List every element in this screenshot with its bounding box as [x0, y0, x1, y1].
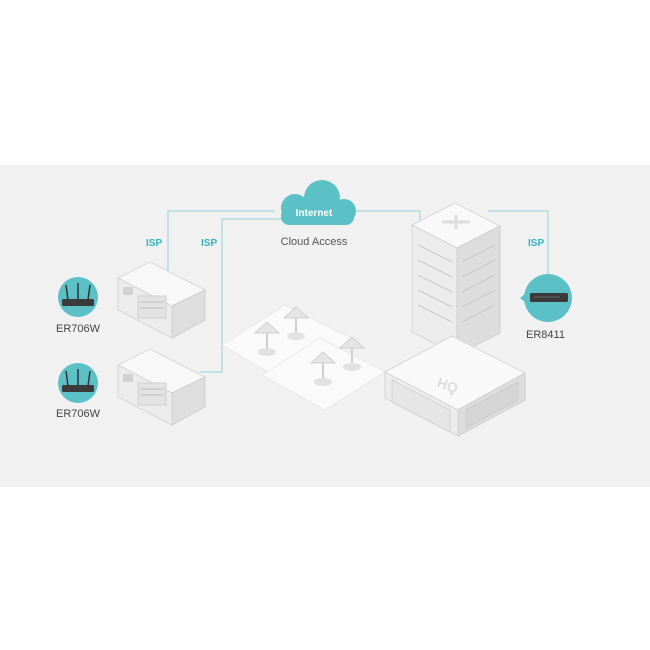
umbrella-icon — [282, 306, 310, 340]
umbrella-tables — [253, 306, 366, 386]
branch-building-2 — [116, 348, 207, 426]
rackmount-router-icon — [530, 293, 568, 302]
umbrella-icon — [309, 351, 337, 386]
internet-label: Internet — [296, 208, 333, 219]
isp-links — [167, 210, 549, 373]
router-icon — [62, 369, 94, 392]
isp-label-3: ISP — [528, 238, 544, 249]
device-label-branch-1: ER706W — [56, 323, 101, 335]
cloud-access-caption: Cloud Access — [281, 236, 348, 248]
hq-building: HQ — [383, 202, 527, 437]
umbrella-icon — [253, 321, 281, 356]
isp-link-branch-1 — [167, 210, 275, 275]
router-badge-hq — [520, 274, 572, 322]
plaza-ground — [221, 304, 386, 411]
isp-link-branch-2 — [200, 218, 282, 373]
umbrella-icon — [338, 336, 366, 371]
internet-cloud: Internet — [281, 180, 356, 225]
router-icon — [62, 283, 94, 306]
isp-label-1: ISP — [146, 238, 162, 249]
router-badge-branch-2 — [58, 363, 98, 403]
router-badge-branch-1 — [58, 277, 98, 317]
isp-link-hq — [488, 210, 549, 275]
device-label-branch-2: ER706W — [56, 408, 101, 420]
hq-sign: HQ — [435, 374, 460, 396]
branch-building-1 — [116, 261, 207, 339]
device-label-hq: ER8411 — [526, 329, 565, 341]
isp-link-hq-tower — [355, 210, 421, 228]
isp-label-2: ISP — [201, 238, 217, 249]
